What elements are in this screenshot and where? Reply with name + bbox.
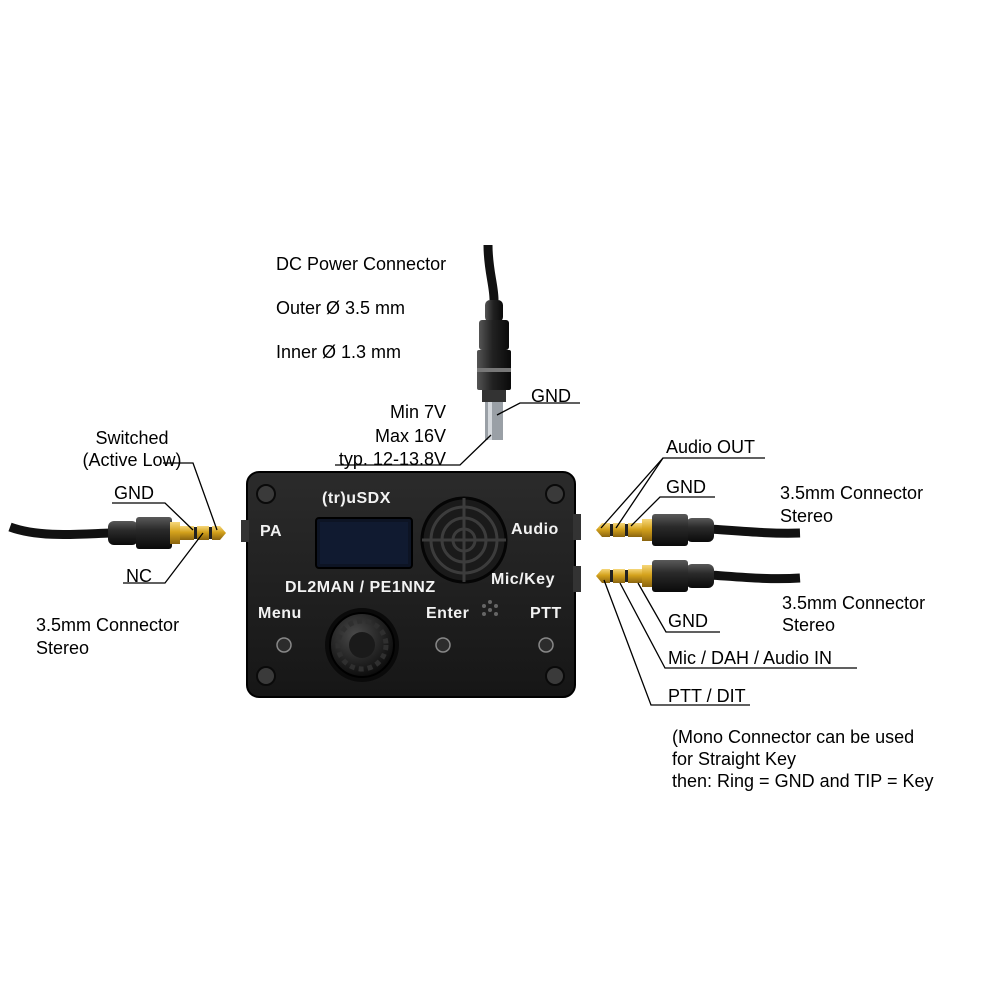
leader-lines: [112, 402, 857, 706]
power-min-voltage: Min 7V: [389, 402, 446, 422]
power-typ-voltage: typ. 12-13.8V: [338, 449, 446, 469]
mickey-cable-plug: [596, 560, 801, 592]
ptt-button[interactable]: [538, 637, 554, 653]
pa-gnd-label: GND: [114, 483, 154, 503]
mickey-mic-label: Mic / DAH / Audio IN: [668, 648, 833, 668]
mickey-connector-stereo: Stereo: [782, 615, 836, 635]
speaker-grill: [420, 496, 508, 584]
mickey-connector-type: 3.5mm Connector: [782, 593, 926, 613]
mickey-note-line1: (Mono Connector can be used: [672, 727, 915, 747]
mickey-ptt-label: PTT / DIT: [668, 686, 746, 706]
port-audio-label: Audio: [511, 521, 559, 538]
audio-gnd-label: GND: [666, 477, 706, 497]
microphone-holes: [482, 600, 498, 616]
port-mickey-label: Mic/Key: [491, 571, 555, 588]
mickey-note-line3: then: Ring = GND and TIP = Key: [672, 771, 934, 791]
pa-active-low-label: (Active Low): [82, 450, 182, 470]
enter-button[interactable]: [435, 637, 451, 653]
pa-switched-label: Switched: [95, 428, 169, 448]
pa-cable-plug: [8, 517, 226, 549]
port-pa-label: PA: [260, 523, 283, 540]
pa-connector-stereo: Stereo: [36, 638, 90, 658]
power-inner-diameter: Inner Ø 1.3 mm: [276, 342, 402, 362]
device-name: (tr)uSDX: [322, 490, 391, 507]
tuning-knob[interactable]: [325, 608, 399, 682]
power-outer-diameter: Outer Ø 3.5 mm: [276, 298, 406, 318]
power-title: DC Power Connector: [276, 254, 447, 274]
audio-out-label: Audio OUT: [666, 437, 756, 457]
pa-nc-label: NC: [126, 566, 152, 586]
dc-power-cable: [477, 244, 511, 440]
pa-connector-type: 3.5mm Connector: [36, 615, 180, 635]
power-max-voltage: Max 16V: [374, 426, 446, 446]
device-callsigns: DL2MAN / PE1NNZ: [285, 579, 436, 596]
power-gnd-label: GND: [531, 386, 571, 406]
menu-button-label: Menu: [258, 605, 302, 622]
mickey-note-line2: for Straight Key: [672, 749, 797, 769]
menu-button[interactable]: [276, 637, 292, 653]
mickey-gnd-label: GND: [668, 611, 708, 631]
audio-connector-stereo: Stereo: [780, 506, 834, 526]
audio-connector-type: 3.5mm Connector: [780, 483, 924, 503]
enter-button-label: Enter: [426, 605, 470, 622]
device-enclosure: [241, 471, 581, 698]
ptt-button-label: PTT: [530, 605, 562, 622]
audio-cable-plug: [596, 514, 801, 546]
